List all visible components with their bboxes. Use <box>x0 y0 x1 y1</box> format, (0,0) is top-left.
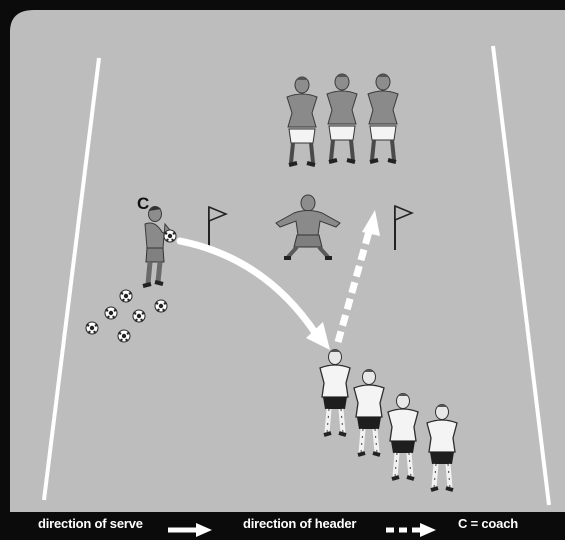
goalkeeper <box>275 194 341 260</box>
ball-icon <box>132 309 146 323</box>
left-touchline <box>42 57 101 501</box>
diagram-legend: direction of serve direction of header C… <box>0 512 565 538</box>
legend-header-arrow-icon <box>386 523 436 537</box>
ball-icon <box>154 299 168 313</box>
serve-arrow <box>176 237 320 338</box>
serve-arrowhead <box>306 322 330 350</box>
coach-figure <box>142 206 177 288</box>
right-touchline <box>491 45 551 506</box>
legend-coach-label: C = coach <box>458 516 518 531</box>
ball-icon <box>117 329 131 343</box>
ball-icon <box>104 306 118 320</box>
coach-label: C <box>137 194 149 213</box>
header-arrowhead <box>362 210 380 236</box>
pitch-surface <box>10 10 565 512</box>
ball-icon <box>85 321 99 335</box>
ball-icon <box>119 289 133 303</box>
header-arrow <box>334 227 374 343</box>
legend-serve-arrow-icon <box>168 523 212 537</box>
legend-serve-label: direction of serve <box>38 516 143 531</box>
legend-header-label: direction of header <box>243 516 357 531</box>
